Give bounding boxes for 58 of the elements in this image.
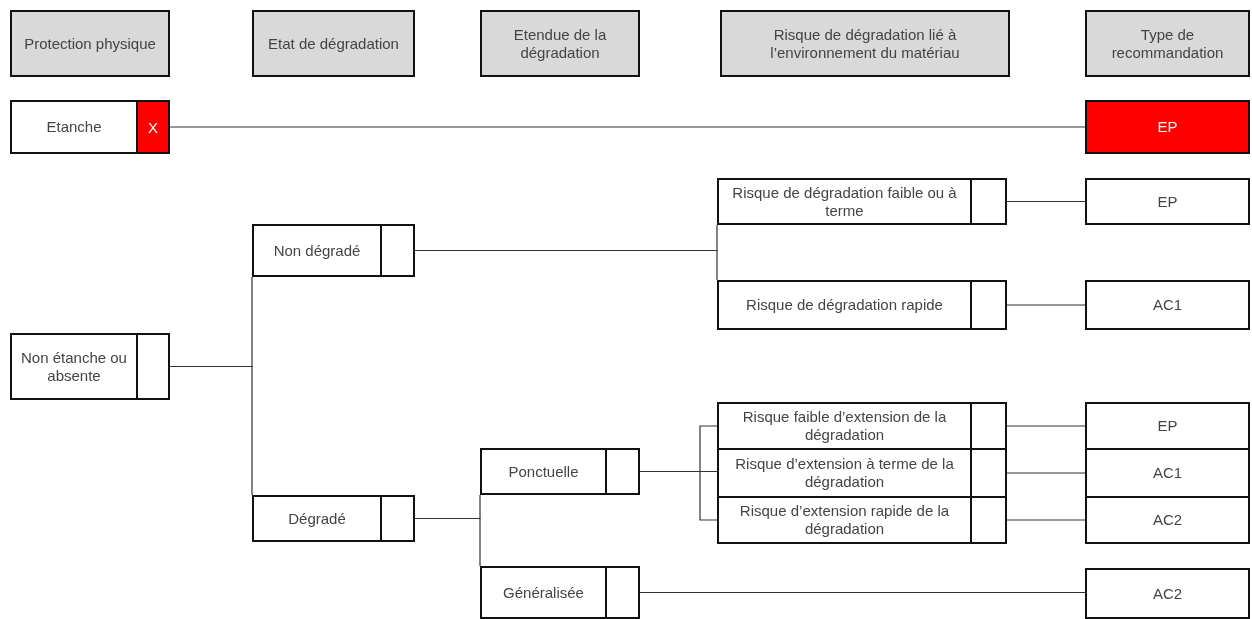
- result-box: [1085, 402, 1250, 450]
- connector-line: [1006, 200, 1086, 203]
- column-header: [480, 10, 640, 77]
- box-label: Etanche: [46, 118, 102, 136]
- box-label: AC1: [1152, 296, 1183, 314]
- column-header: [10, 10, 170, 77]
- box-label: Type de recommandation: [1110, 25, 1225, 62]
- option-box: [717, 280, 1007, 330]
- box-label: Non dégradé: [273, 241, 361, 260]
- box-label: Risque de dégradation faible ou à terme: [731, 183, 958, 220]
- box-label: Généralisée: [503, 583, 584, 602]
- result-box: [1085, 280, 1250, 330]
- column-header: [720, 10, 1010, 77]
- result-box: [1085, 448, 1250, 498]
- box-label: Protection physique: [24, 34, 156, 53]
- option-box: [480, 566, 640, 619]
- box-label: Risque de dégradation lié à l’environnement du matériau: [769, 25, 961, 62]
- option-box: [480, 448, 640, 495]
- connector-line: [169, 126, 1086, 128]
- result-box: [1085, 100, 1250, 154]
- connector-line: [639, 591, 1086, 594]
- option-box: [252, 495, 415, 542]
- option-box: [717, 178, 1007, 225]
- box-label: EP: [1157, 192, 1178, 211]
- box-label: Dégradé: [288, 509, 346, 528]
- connector-line: [639, 470, 718, 521]
- column-header: [252, 10, 415, 77]
- box-label: Etendue de la dégradation: [512, 25, 608, 62]
- result-box: [1085, 568, 1250, 619]
- box-label: Non étanche ou absente: [20, 348, 128, 385]
- connector-line: [1006, 472, 1086, 474]
- option-box: [252, 224, 415, 277]
- option-box: [717, 448, 1007, 498]
- result-box: [1085, 178, 1250, 225]
- connector-line: [1006, 519, 1086, 521]
- connector-line: [169, 365, 253, 496]
- connector-line: [1006, 425, 1086, 427]
- box-label: AC1: [1152, 464, 1183, 482]
- result-box: [1085, 496, 1250, 544]
- connector-line: [414, 249, 718, 281]
- box-label: Ponctuelle: [508, 462, 579, 481]
- box-label: EP: [1157, 118, 1178, 136]
- option-box: [717, 496, 1007, 544]
- option-box: [10, 333, 170, 400]
- option-box: [717, 402, 1007, 450]
- box-label: Risque de dégradation rapide: [746, 296, 943, 314]
- box-label: Risque d’extension rapide de la dégradation: [738, 502, 951, 538]
- box-label: AC2: [1152, 584, 1183, 603]
- check-mark: X: [136, 102, 168, 152]
- connector-line: [1006, 304, 1086, 306]
- box-label: EP: [1157, 417, 1178, 435]
- connector-line: [414, 517, 481, 567]
- option-box: [10, 100, 170, 154]
- column-header: [1085, 10, 1250, 77]
- box-label: Etat de dégradation: [268, 34, 399, 53]
- box-label: Risque faible d’extension de la dégradation: [741, 408, 948, 444]
- box-label: Risque d’extension à terme de la dégradation: [734, 455, 955, 491]
- box-label: AC2: [1152, 511, 1183, 529]
